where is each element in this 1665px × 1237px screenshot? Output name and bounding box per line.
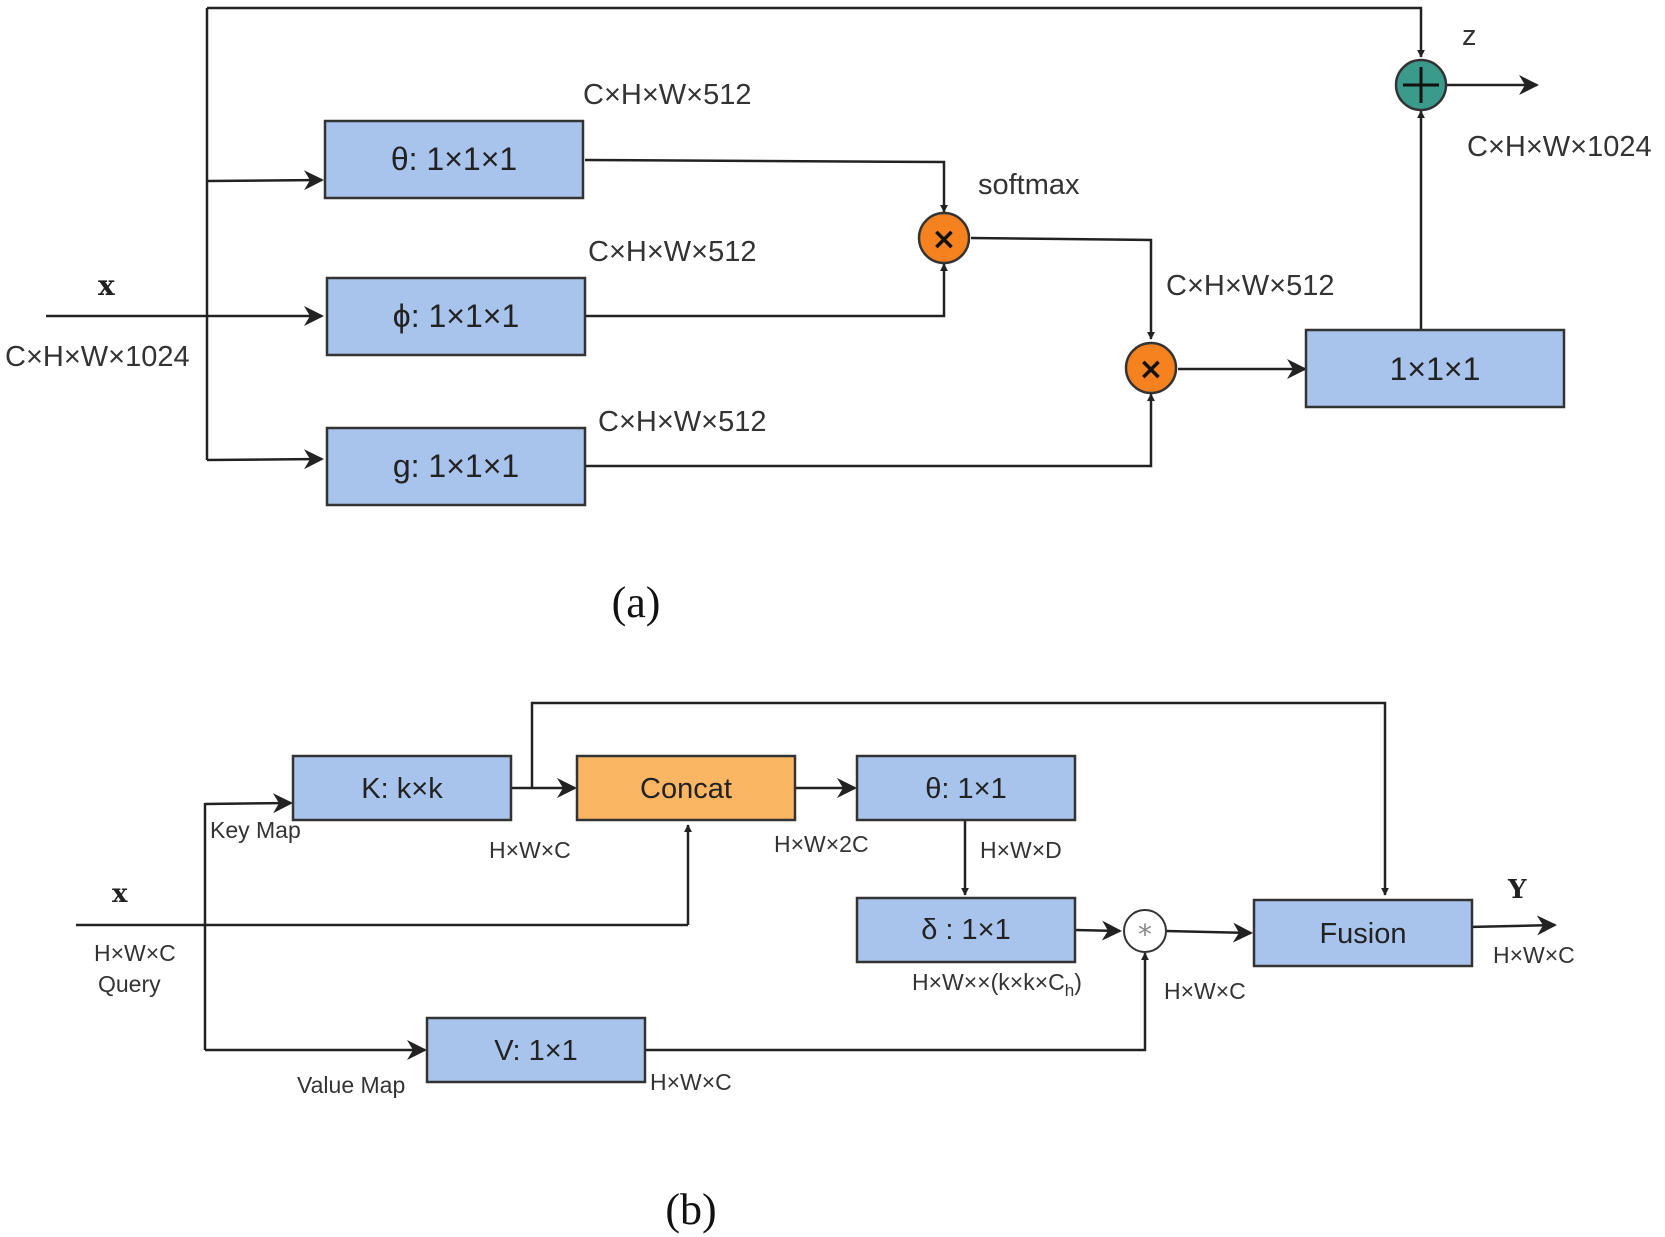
v-box <box>425 1016 647 1084</box>
multiply-symbol: × <box>931 222 956 257</box>
output-conv-box <box>1304 328 1566 409</box>
panel-a: θ: 1×1×1 ϕ: 1×1×1 g: 1×1×1 1×1×1 × × <box>5 6 1652 627</box>
input-x-label-b: x <box>112 879 128 909</box>
mult-dims-label: C×H×W×512 <box>1166 270 1334 302</box>
output-conv-box-label: 1×1×1 <box>1390 351 1481 387</box>
multiply-node-1: × <box>917 211 971 265</box>
theta-box-label: θ: 1×1×1 <box>391 141 517 177</box>
v-box-label: V: 1×1 <box>494 1035 578 1067</box>
output-y-label: Y <box>1507 875 1527 905</box>
phi-box-label: ϕ: 1×1×1 <box>393 298 519 334</box>
input-dims-label: C×H×W×1024 <box>5 341 190 373</box>
k-skip-to-fusion-arrow <box>530 701 1389 896</box>
add-node <box>1394 58 1448 112</box>
panel-a-connectors <box>46 6 1539 470</box>
convolution-node: * <box>1123 909 1167 953</box>
output-z-label: z <box>1462 20 1477 52</box>
concat-block: Concat <box>575 754 797 822</box>
delta-conv-block: δ : 1×1 <box>855 896 1077 964</box>
key-map-label: Key Map <box>210 817 301 843</box>
g-dims-label: C×H×W×512 <box>598 406 766 438</box>
output-y-arrow <box>1467 915 1557 936</box>
theta-to-mult1-arrow <box>584 158 948 213</box>
k-box-label: K: k×k <box>361 773 443 805</box>
multiply-icon <box>917 211 971 265</box>
v-dims-label: H×W×C <box>650 1069 732 1095</box>
theta-dims-label-b: H×W×D <box>980 837 1062 863</box>
multiply-symbol: × <box>1138 352 1163 387</box>
concat-box <box>575 754 797 822</box>
delta-dims-close: ) <box>1074 969 1082 995</box>
output-dims-label: C×H×W×1024 <box>1467 131 1652 163</box>
split-to-theta-arrow <box>206 170 324 191</box>
k-conv-block: K: k×k <box>291 754 513 822</box>
delta-to-conv-arrow <box>1074 920 1122 941</box>
delta-dims-main: H×W××(k×k×C <box>912 969 1065 995</box>
concat-box-label: Concat <box>640 773 732 805</box>
panel-b-connectors <box>76 701 1557 1060</box>
softmax-label: softmax <box>978 169 1080 201</box>
g-box <box>325 426 587 507</box>
theta-box <box>323 119 585 200</box>
concat-dims-label: H×W×2C <box>774 831 869 857</box>
g-to-mult2-arrow <box>585 393 1155 468</box>
v-conv-block: V: 1×1 <box>425 1016 647 1084</box>
conv-dims-label: H×W×C <box>1164 978 1246 1004</box>
multiply-node-2: × <box>1124 341 1178 395</box>
output-conv-block: 1×1×1 <box>1304 328 1566 409</box>
query-label: Query <box>98 971 161 997</box>
v-to-conv-arrow <box>645 952 1149 1052</box>
g-conv-block: g: 1×1×1 <box>325 426 587 507</box>
delta-box-label: δ : 1×1 <box>921 914 1011 946</box>
phi-conv-block: ϕ: 1×1×1 <box>325 276 587 357</box>
delta-dims-label: H×W××(k×k×Ch) <box>912 969 1082 1000</box>
delta-box <box>855 896 1077 964</box>
caption-b: (b) <box>665 1185 716 1234</box>
g-box-label: g: 1×1×1 <box>393 448 519 484</box>
conv-to-fusion-arrow <box>1165 922 1253 943</box>
split-to-k-arrow <box>204 793 293 814</box>
multiply-icon <box>1124 341 1178 395</box>
delta-dims-subscript: h <box>1065 981 1074 1000</box>
fusion-block: Fusion <box>1252 898 1474 968</box>
split-to-g-arrow <box>206 449 324 470</box>
mult1-to-mult2-arrow <box>970 236 1155 340</box>
phi-dims-label: C×H×W×512 <box>588 236 756 268</box>
fusion-box-label: Fusion <box>1319 918 1406 950</box>
convolution-symbol: * <box>1138 918 1152 951</box>
theta-conv-block-b: θ: 1×1 <box>855 754 1077 822</box>
k-box <box>291 754 513 822</box>
panel-b: K: k×k Concat θ: 1×1 δ : 1×1 V: 1×1 Fusi… <box>76 701 1575 1234</box>
k-dims-label: H×W×C <box>489 837 571 863</box>
fusion-box <box>1252 898 1474 968</box>
output-dims-label-b: H×W×C <box>1493 942 1575 968</box>
asterisk-icon <box>1123 909 1167 953</box>
residual-skip-arrow <box>207 6 1425 58</box>
theta-conv-block: θ: 1×1×1 <box>323 119 585 200</box>
phi-box <box>325 276 587 357</box>
input-dims-label-b: H×W×C <box>94 940 176 966</box>
theta-box-b-label: θ: 1×1 <box>925 773 1006 805</box>
caption-a: (a) <box>612 578 661 627</box>
theta-dims-label: C×H×W×512 <box>583 79 751 111</box>
phi-to-mult1-arrow <box>585 263 948 318</box>
value-map-label: Value Map <box>297 1072 405 1098</box>
input-x-label: x <box>98 269 115 302</box>
theta-box-b <box>855 754 1077 822</box>
